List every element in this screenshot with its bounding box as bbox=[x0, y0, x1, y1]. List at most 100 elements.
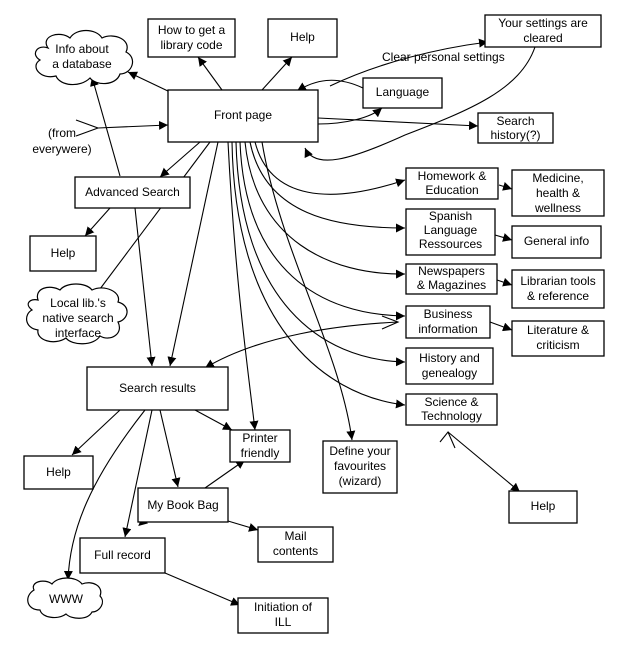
edge-front-to-history-q bbox=[317, 117, 479, 131]
svg-text:Science &: Science & bbox=[424, 395, 478, 409]
node-history-genealogy[interactable]: History and genealogy bbox=[405, 347, 494, 385]
node-business-information[interactable]: Business information bbox=[405, 305, 491, 339]
node-help-top[interactable]: Help bbox=[267, 18, 338, 58]
node-help-results[interactable]: Help bbox=[23, 455, 94, 490]
node-science-technology[interactable]: Science & Technology bbox=[405, 393, 498, 426]
node-literature-criticism[interactable]: Literature & criticism bbox=[511, 320, 605, 357]
node-medicine-health[interactable]: Medicine, health & wellness bbox=[511, 169, 605, 217]
node-printer-friendly[interactable]: Printer friendly bbox=[229, 429, 291, 463]
svg-text:native search: native search bbox=[42, 311, 113, 325]
node-search-results[interactable]: Search results bbox=[86, 366, 229, 411]
svg-text:Search: Search bbox=[496, 114, 534, 128]
node-mail-contents[interactable]: Mail contents bbox=[257, 526, 334, 563]
svg-text:genealogy: genealogy bbox=[422, 366, 477, 380]
svg-text:Newspapers: Newspapers bbox=[418, 264, 485, 278]
node-advanced-search[interactable]: Advanced Search bbox=[74, 176, 191, 209]
node-help-advanced[interactable]: Help bbox=[29, 235, 97, 272]
edges bbox=[63, 38, 536, 606]
edge-homework-to-medicine bbox=[498, 182, 513, 191]
svg-text:criticism: criticism bbox=[536, 338, 579, 352]
node-how-to-get-library-code[interactable]: How to get a library code bbox=[147, 18, 236, 58]
edge-spanish-to-general bbox=[494, 233, 513, 242]
svg-text:& Magazines: & Magazines bbox=[417, 278, 486, 292]
svg-text:(wizard): (wizard) bbox=[339, 474, 382, 488]
svg-text:a database: a database bbox=[52, 57, 112, 71]
svg-text:Printer: Printer bbox=[242, 431, 277, 445]
svg-text:Initiation of: Initiation of bbox=[254, 600, 313, 614]
edge-results-to-www bbox=[63, 409, 146, 581]
node-www[interactable]: WWW bbox=[27, 577, 104, 619]
svg-text:interface: interface bbox=[55, 326, 101, 340]
svg-text:contents: contents bbox=[273, 544, 318, 558]
edge-front-to-newspapers bbox=[244, 141, 406, 279]
edge-business-to-results bbox=[204, 321, 399, 369]
svg-text:Librarian tools: Librarian tools bbox=[520, 274, 595, 288]
edge-clear-to-cleared bbox=[329, 38, 489, 87]
edge-front-to-printer bbox=[227, 141, 259, 431]
edge-front-to-history-gen bbox=[235, 141, 406, 367]
node-search-history[interactable]: Search history(?) bbox=[477, 112, 554, 144]
svg-text:Homework &: Homework & bbox=[418, 169, 487, 183]
edge-bookbag-to-printer bbox=[204, 459, 246, 489]
edge-front-to-code bbox=[197, 56, 223, 91]
node-librarian-tools[interactable]: Librarian tools & reference bbox=[511, 269, 605, 309]
edge-business-to-literature bbox=[489, 321, 513, 332]
edge-from-everywhere-tail bbox=[75, 119, 100, 137]
edge-results-to-help bbox=[71, 409, 121, 456]
svg-text:Ressources: Ressources bbox=[419, 237, 482, 251]
node-language[interactable]: Language bbox=[362, 77, 443, 109]
node-front-page[interactable]: Front page bbox=[167, 89, 319, 143]
svg-text:Full record: Full record bbox=[94, 548, 151, 562]
svg-text:Help: Help bbox=[531, 499, 556, 513]
node-homework-education[interactable]: Homework & Education bbox=[405, 167, 499, 200]
svg-text:General info: General info bbox=[524, 234, 590, 248]
svg-text:everywere): everywere) bbox=[32, 142, 91, 156]
svg-text:cleared: cleared bbox=[523, 31, 562, 45]
edge-advanced-to-info-db bbox=[90, 76, 121, 177]
node-newspapers-magazines[interactable]: Newspapers & Magazines bbox=[405, 263, 498, 295]
node-define-favourites[interactable]: Define your favourites (wizard) bbox=[322, 440, 398, 494]
edge-bookbag-to-mail bbox=[227, 520, 259, 532]
edge-front-to-business bbox=[239, 141, 406, 321]
node-my-book-bag[interactable]: My Book Bag bbox=[137, 487, 229, 523]
svg-text:health &: health & bbox=[536, 186, 580, 200]
svg-text:Local lib.'s: Local lib.'s bbox=[50, 296, 106, 310]
label-from-everywhere: (from everywere) bbox=[32, 126, 91, 156]
edge-front-to-define bbox=[261, 141, 356, 441]
node-info-about-database[interactable]: Info about a database bbox=[34, 29, 134, 86]
edge-results-to-bookbag bbox=[159, 409, 181, 488]
node-initiation-ill[interactable]: Initiation of ILL bbox=[237, 597, 329, 634]
svg-text:library code: library code bbox=[160, 38, 222, 52]
svg-text:Business: Business bbox=[424, 307, 473, 321]
edge-front-to-science bbox=[231, 141, 406, 409]
edge-newspapers-to-librarian bbox=[496, 277, 513, 287]
node-general-info[interactable]: General info bbox=[511, 225, 602, 259]
svg-text:Help: Help bbox=[51, 246, 76, 260]
svg-text:Mail: Mail bbox=[284, 529, 306, 543]
node-spanish-language[interactable]: Spanish Language Ressources bbox=[405, 208, 496, 256]
svg-text:& reference: & reference bbox=[527, 289, 589, 303]
svg-text:Define your: Define your bbox=[329, 444, 390, 458]
svg-text:(from: (from bbox=[48, 126, 76, 140]
edge-language-to-front bbox=[296, 79, 364, 92]
node-full-record[interactable]: Full record bbox=[79, 537, 166, 574]
svg-text:Literature &: Literature & bbox=[527, 323, 589, 337]
svg-text:WWW: WWW bbox=[49, 592, 84, 606]
edge-from-everywhere bbox=[97, 120, 169, 130]
svg-text:Language: Language bbox=[424, 223, 478, 237]
nodes: Front page How to get a library code Hel… bbox=[23, 14, 605, 634]
edge-cleared-to-front bbox=[304, 46, 536, 161]
svg-text:Spanish: Spanish bbox=[429, 209, 472, 223]
svg-text:friendly: friendly bbox=[241, 446, 280, 460]
node-local-native-search[interactable]: Local lib.'s native search interface bbox=[26, 283, 128, 345]
edge-front-to-local bbox=[87, 141, 211, 306]
edge-front-to-info-db bbox=[127, 71, 171, 93]
svg-text:wellness: wellness bbox=[534, 201, 581, 215]
edge-front-to-spanish bbox=[249, 141, 406, 233]
node-settings-cleared[interactable]: Your settings are cleared bbox=[484, 14, 602, 48]
svg-text:Help: Help bbox=[290, 30, 315, 44]
edge-front-to-homework bbox=[254, 141, 406, 195]
node-help-science[interactable]: Help bbox=[508, 490, 578, 524]
svg-text:Search results: Search results bbox=[119, 381, 196, 395]
edge-results-to-printer bbox=[194, 409, 233, 431]
